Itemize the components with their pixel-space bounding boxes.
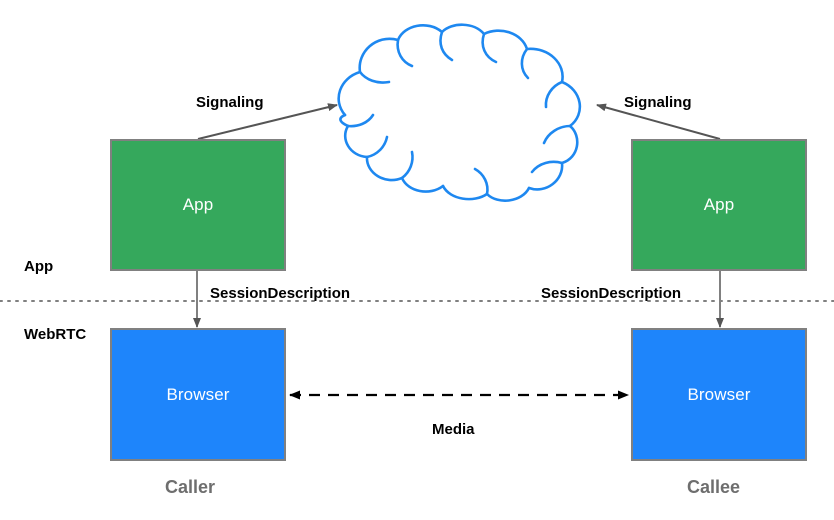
callee-sessiondescription-label: SessionDescription [541,285,682,302]
app-layer-label: App [24,258,54,275]
callee-signaling-label: Signaling [624,94,692,111]
caller-signaling-label: Signaling [196,94,264,111]
signaling-cloud-icon [337,23,582,202]
caller-role-label: Caller [165,477,216,497]
caller-signaling-arrow [197,103,338,140]
webrtc-layer-label: WebRTC [24,326,87,343]
callee-app-label: App [703,195,735,214]
callee-browser-label: Browser [687,384,751,404]
caller-app-label: App [182,195,214,214]
callee-browser-box[interactable]: Browser [631,328,807,461]
media-label: Media [432,421,475,438]
callee-signaling-arrow [596,103,721,140]
caller-sessiondescription-label: SessionDescription [210,285,351,302]
callee-app-box[interactable]: App [631,139,807,271]
caller-browser-box[interactable]: Browser [110,328,286,461]
caller-browser-label: Browser [166,384,230,404]
callee-role-label: Callee [687,477,741,497]
caller-app-box[interactable]: App [110,139,286,271]
